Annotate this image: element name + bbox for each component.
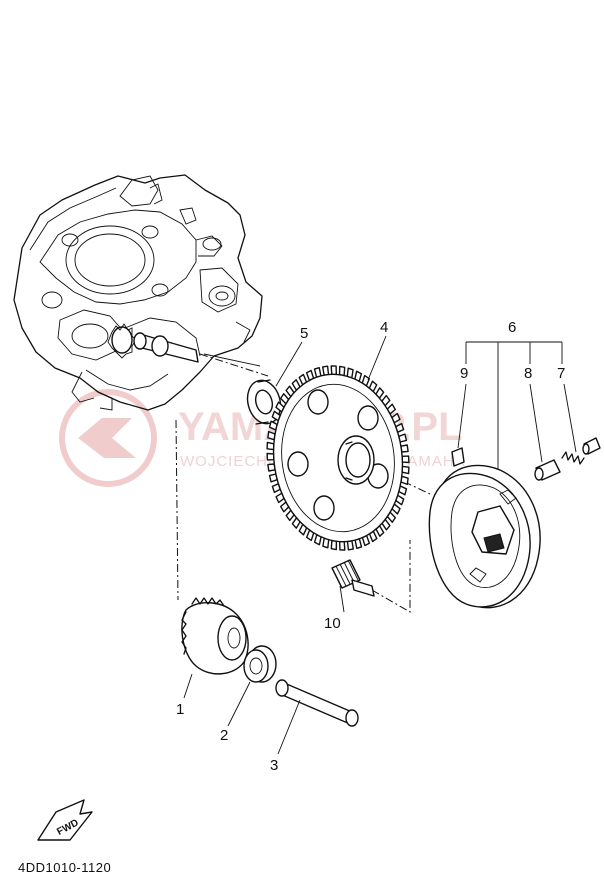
callout-6: 6 [508, 319, 516, 336]
part-6-starter-clutch [428, 464, 541, 609]
callout-4: 4 [380, 319, 388, 336]
gear-tooth [339, 540, 346, 551]
callout-2: 2 [220, 727, 228, 744]
part-4-starter-wheel-gear [266, 365, 410, 551]
part-6-cap [582, 437, 601, 455]
diagram-code: 4DD1010-1120 [18, 860, 111, 875]
callout-3: 3 [270, 757, 278, 774]
leader-lines [183, 335, 577, 755]
part-2-bush [243, 645, 277, 683]
gear-tooth [330, 365, 337, 376]
callout-5: 5 [300, 325, 308, 342]
callout-8: 8 [524, 365, 532, 382]
gear-tooth [346, 540, 354, 551]
callout-9: 9 [460, 365, 468, 382]
fwd-arrow-icon: FWD [37, 799, 93, 841]
gear-tooth [338, 365, 346, 377]
crankcase-drawing [13, 174, 263, 411]
callout-labels: 1 2 3 4 5 6 7 8 9 10 [176, 319, 565, 774]
part-10-bolt [331, 559, 375, 597]
callout-7: 7 [557, 365, 565, 382]
gear-tooth [330, 539, 338, 551]
part-1-idle-gear [181, 597, 249, 675]
callout-10: 10 [324, 615, 341, 632]
callout-1: 1 [176, 701, 184, 718]
part-7-spring [561, 451, 585, 465]
part-8-plunger [534, 459, 561, 481]
gear-tooth [322, 365, 330, 376]
part-3-shaft [275, 679, 359, 727]
part-9-roller [451, 447, 465, 467]
watermark-logo-icon [59, 389, 157, 487]
part-5-washer [246, 379, 282, 425]
